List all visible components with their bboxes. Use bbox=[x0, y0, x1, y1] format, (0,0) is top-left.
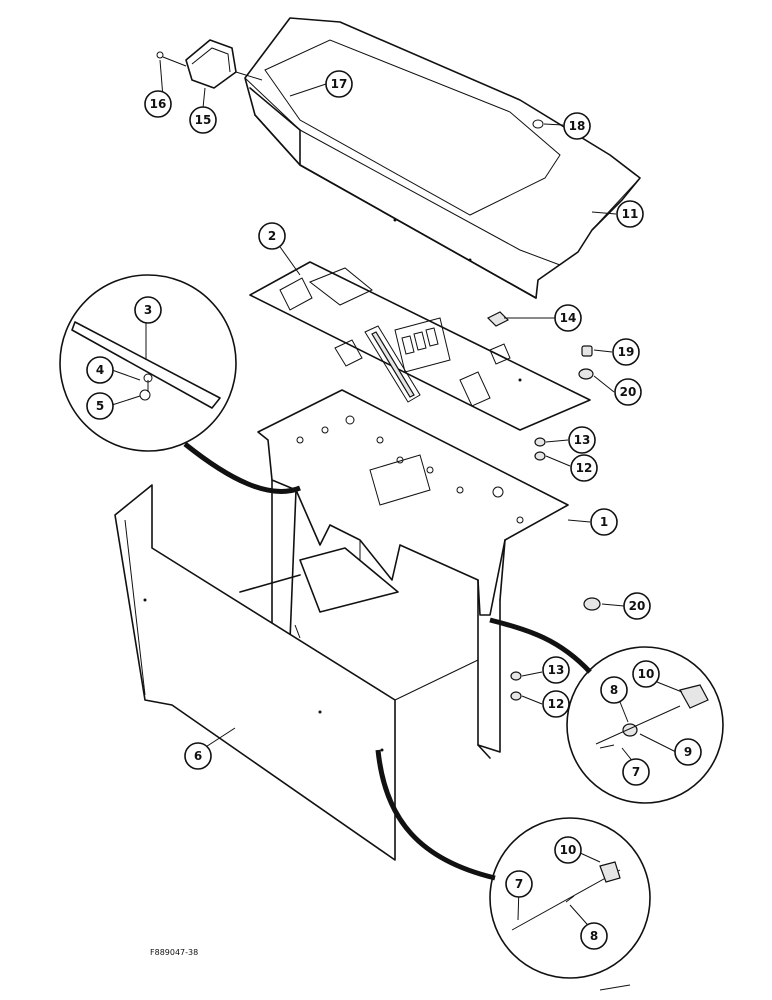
svg-text:20: 20 bbox=[629, 599, 646, 613]
callout-10-latch: 10 bbox=[632, 660, 660, 688]
callout-7-latch: 7 bbox=[622, 758, 650, 786]
washer-nut-lower bbox=[510, 671, 522, 701]
callout-12-lower: 12 bbox=[542, 690, 570, 718]
plug-part-18 bbox=[532, 119, 544, 129]
callout-20-upper: 20 bbox=[614, 378, 642, 406]
svg-text:15: 15 bbox=[195, 113, 212, 127]
svg-text:3: 3 bbox=[144, 303, 152, 317]
svg-text:9: 9 bbox=[684, 745, 692, 759]
svg-text:10: 10 bbox=[638, 667, 655, 681]
callout-15: 15 bbox=[189, 106, 217, 134]
callout-20-lower: 20 bbox=[623, 592, 651, 620]
svg-text:14: 14 bbox=[560, 311, 577, 325]
callout-5: 5 bbox=[86, 392, 114, 420]
svg-text:12: 12 bbox=[548, 697, 565, 711]
decal-panel-part bbox=[249, 261, 591, 431]
svg-text:7: 7 bbox=[632, 765, 640, 779]
svg-text:13: 13 bbox=[548, 663, 565, 677]
callout-13-upper: 13 bbox=[568, 426, 596, 454]
callout-10-lower: 10 bbox=[554, 836, 582, 864]
detail-leader-latch bbox=[489, 617, 592, 674]
washer-nut-upper bbox=[534, 437, 546, 461]
bottom-plate bbox=[239, 547, 399, 613]
callout-8-latch: 8 bbox=[600, 676, 628, 704]
svg-text:16: 16 bbox=[150, 97, 167, 111]
callout-9: 9 bbox=[674, 738, 702, 766]
callout-8-lower: 8 bbox=[580, 922, 608, 950]
callout-12-upper: 12 bbox=[570, 454, 598, 482]
svg-text:19: 19 bbox=[618, 345, 635, 359]
svg-text:12: 12 bbox=[576, 461, 593, 475]
svg-text:4: 4 bbox=[96, 363, 104, 377]
callout-2: 2 bbox=[258, 222, 286, 250]
console-frame-part bbox=[257, 389, 569, 759]
side-panel-part bbox=[114, 484, 396, 861]
figure-code: F889047-38 bbox=[150, 948, 198, 957]
svg-text:8: 8 bbox=[610, 683, 618, 697]
callout-7-lower: 7 bbox=[505, 870, 533, 898]
svg-text:8: 8 bbox=[590, 929, 598, 943]
svg-text:20: 20 bbox=[620, 385, 637, 399]
svg-text:11: 11 bbox=[622, 207, 639, 221]
callout-3: 3 bbox=[134, 296, 162, 324]
detail-leader-strip bbox=[183, 442, 301, 494]
callout-16: 16 bbox=[144, 90, 172, 118]
knob-part-14 bbox=[486, 311, 510, 327]
svg-text:18: 18 bbox=[569, 119, 586, 133]
bracket-lamp-part bbox=[185, 39, 263, 89]
svg-text:17: 17 bbox=[331, 77, 348, 91]
svg-text:6: 6 bbox=[194, 749, 202, 763]
svg-text:13: 13 bbox=[574, 433, 591, 447]
fitting-part-19 bbox=[581, 345, 593, 357]
fitting-part-20-upper bbox=[578, 368, 594, 380]
callout-6: 6 bbox=[184, 742, 212, 770]
svg-text:1: 1 bbox=[600, 515, 608, 529]
fitting-part-20-lower bbox=[583, 597, 601, 611]
callout-14: 14 bbox=[554, 304, 582, 332]
detail-circle-latch-lower bbox=[489, 817, 651, 991]
svg-text:2: 2 bbox=[268, 229, 276, 243]
callout-18: 18 bbox=[563, 112, 591, 140]
callout-1: 1 bbox=[590, 508, 618, 536]
screw-part-16 bbox=[156, 51, 187, 67]
svg-text:5: 5 bbox=[96, 399, 104, 413]
detail-leader-latch-lower bbox=[375, 749, 496, 881]
console-cover-part bbox=[244, 17, 641, 299]
callout-19: 19 bbox=[612, 338, 640, 366]
callout-17: 17 bbox=[325, 70, 353, 98]
callout-4: 4 bbox=[86, 356, 114, 384]
panel-edge-line bbox=[394, 659, 479, 701]
svg-text:7: 7 bbox=[515, 877, 523, 891]
callout-13-lower: 13 bbox=[542, 656, 570, 684]
svg-text:10: 10 bbox=[560, 843, 577, 857]
callout-11: 11 bbox=[616, 200, 644, 228]
